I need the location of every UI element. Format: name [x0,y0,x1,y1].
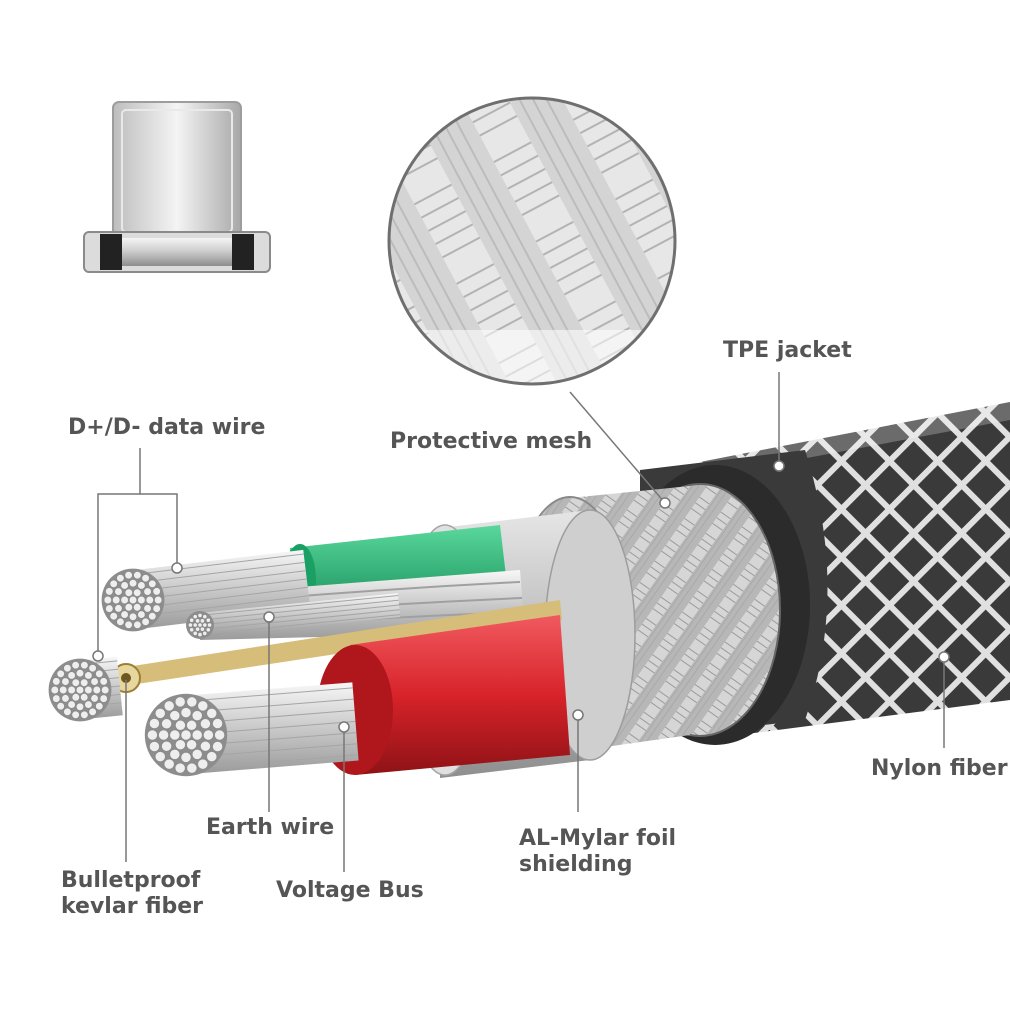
leader-dots [92,460,950,733]
label-protective-mesh: Protective mesh [390,429,593,454]
mesh-magnifier-icon [387,96,677,386]
earth-wire-strands [186,593,401,639]
data-wire-strands-left [48,656,123,722]
label-al-mylar: AL-Mylar foil shielding [519,826,677,877]
label-nylon-fiber: Nylon fiber [871,756,1008,781]
voltage-bus-strands [144,682,359,777]
usb-c-connector-icon [83,101,271,273]
label-kevlar: Bulletproof kevlar fiber [61,868,204,919]
label-tpe-jacket: TPE jacket [723,338,852,363]
leader-lines [97,372,945,872]
label-earth-wire: Earth wire [206,815,335,840]
label-data-wire: D+/D- data wire [68,415,266,440]
label-voltage-bus: Voltage Bus [276,878,424,903]
conductor-strands [48,549,401,777]
